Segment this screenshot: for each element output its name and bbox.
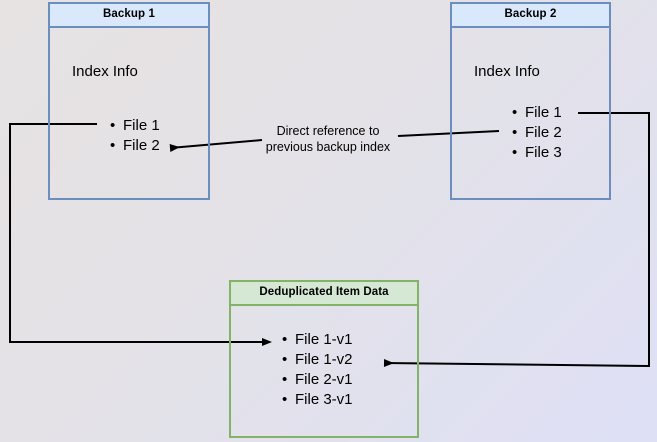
list-item: File 3-v1 bbox=[282, 390, 352, 410]
list-item: File 1-v1 bbox=[282, 330, 352, 350]
node-deduplicated-item-data-header: Deduplicated Item Data bbox=[231, 282, 417, 306]
node-backup-1-header: Backup 1 bbox=[50, 4, 208, 28]
node-backup-1-body: Index Info File 1 File 2 bbox=[50, 28, 208, 198]
node-backup-2-header: Backup 2 bbox=[452, 4, 609, 28]
list-item: File 1-v2 bbox=[282, 350, 352, 370]
list-item: File 2 bbox=[512, 123, 562, 143]
list-item: File 1 bbox=[512, 103, 562, 123]
node-backup-2-index-label: Index Info bbox=[474, 63, 540, 80]
list-item: File 3 bbox=[512, 143, 562, 163]
node-deduplicated-item-data-body: File 1-v1 File 1-v2 File 2-v1 File 3-v1 bbox=[231, 306, 417, 436]
node-backup-1-index-label: Index Info bbox=[72, 63, 138, 80]
node-backup-2-body: Index Info File 1 File 2 File 3 bbox=[452, 28, 609, 198]
list-item: File 1 bbox=[110, 116, 160, 136]
list-item: File 2 bbox=[110, 136, 160, 156]
node-backup-2-file-list: File 1 File 2 File 3 bbox=[507, 103, 562, 163]
node-backup-2[interactable]: Backup 2 Index Info File 1 File 2 File 3 bbox=[450, 2, 611, 200]
edge-label-direct-reference: Direct reference to previous backup inde… bbox=[265, 124, 391, 154]
node-backup-1[interactable]: Backup 1 Index Info File 1 File 2 bbox=[48, 2, 210, 200]
node-backup-1-file-list: File 1 File 2 bbox=[105, 116, 160, 156]
node-deduplicated-item-data[interactable]: Deduplicated Item Data File 1-v1 File 1-… bbox=[229, 280, 419, 438]
list-item: File 2-v1 bbox=[282, 370, 352, 390]
node-deduplicated-file-list: File 1-v1 File 1-v2 File 2-v1 File 3-v1 bbox=[277, 330, 352, 410]
